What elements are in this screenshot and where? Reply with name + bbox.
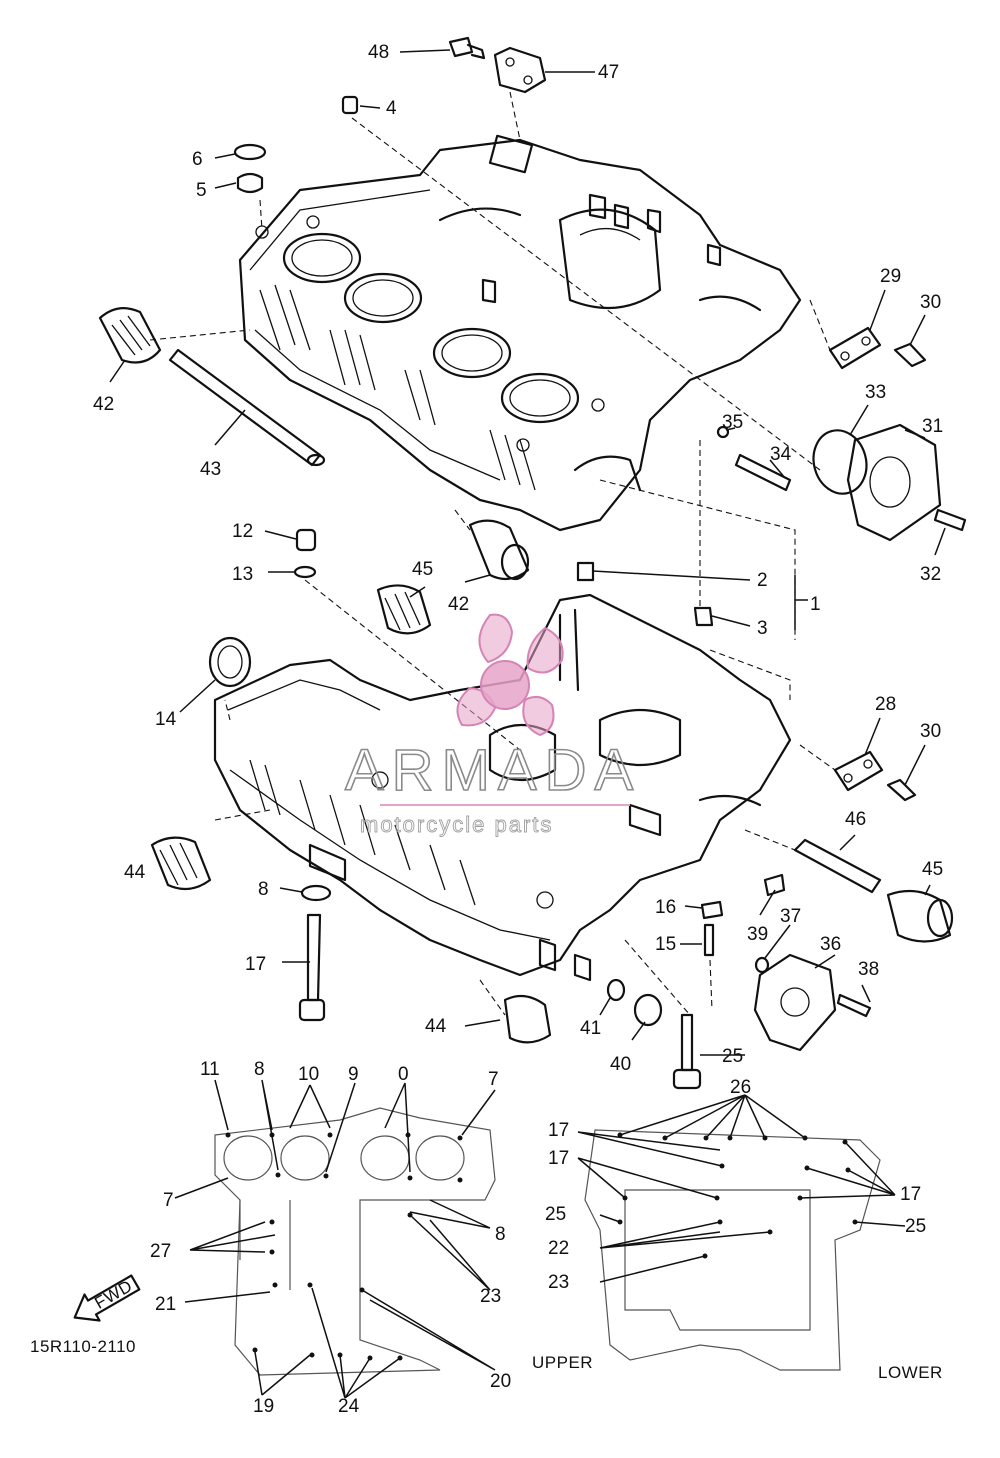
callout-10: 10 <box>298 1064 319 1085</box>
callout-23-left: 23 <box>480 1286 501 1307</box>
callout-17-a: 17 <box>548 1120 569 1141</box>
upper-crankcase <box>238 134 802 532</box>
callout-0: 0 <box>398 1064 409 1085</box>
fwd-arrow-icon: FWD <box>73 1274 141 1322</box>
callout-39: 39 <box>747 924 768 945</box>
callout-3: 3 <box>757 618 768 639</box>
callout-32: 32 <box>920 564 941 585</box>
callout-17-b: 17 <box>548 1148 569 1169</box>
callout-48: 48 <box>368 42 389 63</box>
callout-labels: 48 47 4 6 5 42 43 12 13 45 42 2 3 1 14 4… <box>30 42 943 1417</box>
callout-29: 29 <box>880 266 901 287</box>
callout-25-right: 25 <box>905 1216 926 1237</box>
lower-bolt-view <box>577 1094 906 1371</box>
callout-25: 25 <box>722 1046 743 1067</box>
callout-30-lower: 30 <box>920 721 941 742</box>
small-parts <box>98 36 967 1090</box>
callout-47: 47 <box>598 62 619 83</box>
callout-37: 37 <box>780 906 801 927</box>
callout-33: 33 <box>865 382 886 403</box>
callout-17-right: 17 <box>900 1184 921 1205</box>
callout-31: 31 <box>922 416 943 437</box>
callout-20: 20 <box>490 1371 511 1392</box>
callout-26: 26 <box>730 1077 751 1098</box>
callout-7-left: 7 <box>163 1190 174 1211</box>
leader-lines <box>109 49 946 1056</box>
armada-watermark: ARMADA motorcycle parts <box>344 613 641 837</box>
callout-38: 38 <box>858 959 879 980</box>
callout-35: 35 <box>722 412 743 433</box>
callout-15: 15 <box>655 934 676 955</box>
callout-4: 4 <box>386 98 397 119</box>
callout-44-left: 44 <box>124 862 146 883</box>
callout-41: 41 <box>580 1018 601 1039</box>
callout-28: 28 <box>875 694 896 715</box>
callout-12: 12 <box>232 521 253 542</box>
callout-8-view: 8 <box>254 1059 265 1080</box>
callout-24: 24 <box>338 1396 360 1417</box>
callout-1: 1 <box>810 594 821 615</box>
callout-22: 22 <box>548 1238 569 1259</box>
callout-34: 34 <box>770 444 792 465</box>
callout-27: 27 <box>150 1241 171 1262</box>
watermark-tagline: motorcycle parts <box>360 812 553 837</box>
callout-42-left: 42 <box>93 394 114 415</box>
callout-8-right: 8 <box>495 1224 506 1245</box>
fwd-label: FWD <box>91 1276 135 1313</box>
callout-6: 6 <box>192 149 203 170</box>
callout-14: 14 <box>155 709 177 730</box>
callout-2: 2 <box>757 570 768 591</box>
callout-21: 21 <box>155 1294 176 1315</box>
upper-bolt-view <box>174 1079 496 1399</box>
lower-view-label: LOWER <box>878 1363 943 1382</box>
propeller-logo-icon <box>456 613 564 737</box>
callout-23-right: 23 <box>548 1272 569 1293</box>
upper-view-label: UPPER <box>532 1353 593 1372</box>
callout-11: 11 <box>200 1059 220 1080</box>
lower-crankcase <box>213 593 792 982</box>
diagram-code: 15R110-2110 <box>30 1337 136 1356</box>
callout-9: 9 <box>348 1064 359 1085</box>
callout-43: 43 <box>200 459 221 480</box>
callout-40: 40 <box>610 1054 631 1075</box>
callout-8: 8 <box>258 879 269 900</box>
callout-46: 46 <box>845 809 866 830</box>
callout-45-upper: 45 <box>412 559 433 580</box>
callout-45-right: 45 <box>922 859 943 880</box>
callout-30-upper: 30 <box>920 292 941 313</box>
callout-25-left: 25 <box>545 1204 566 1225</box>
callout-5: 5 <box>196 180 207 201</box>
callout-42-mid: 42 <box>448 594 469 615</box>
callout-19: 19 <box>253 1396 274 1417</box>
watermark-brand: ARMADA <box>345 738 641 803</box>
callout-7-top: 7 <box>488 1069 499 1090</box>
callout-13: 13 <box>232 564 253 585</box>
callout-16: 16 <box>655 897 676 918</box>
callout-44-lower: 44 <box>425 1016 447 1037</box>
callout-36: 36 <box>820 934 841 955</box>
callout-17: 17 <box>245 954 266 975</box>
